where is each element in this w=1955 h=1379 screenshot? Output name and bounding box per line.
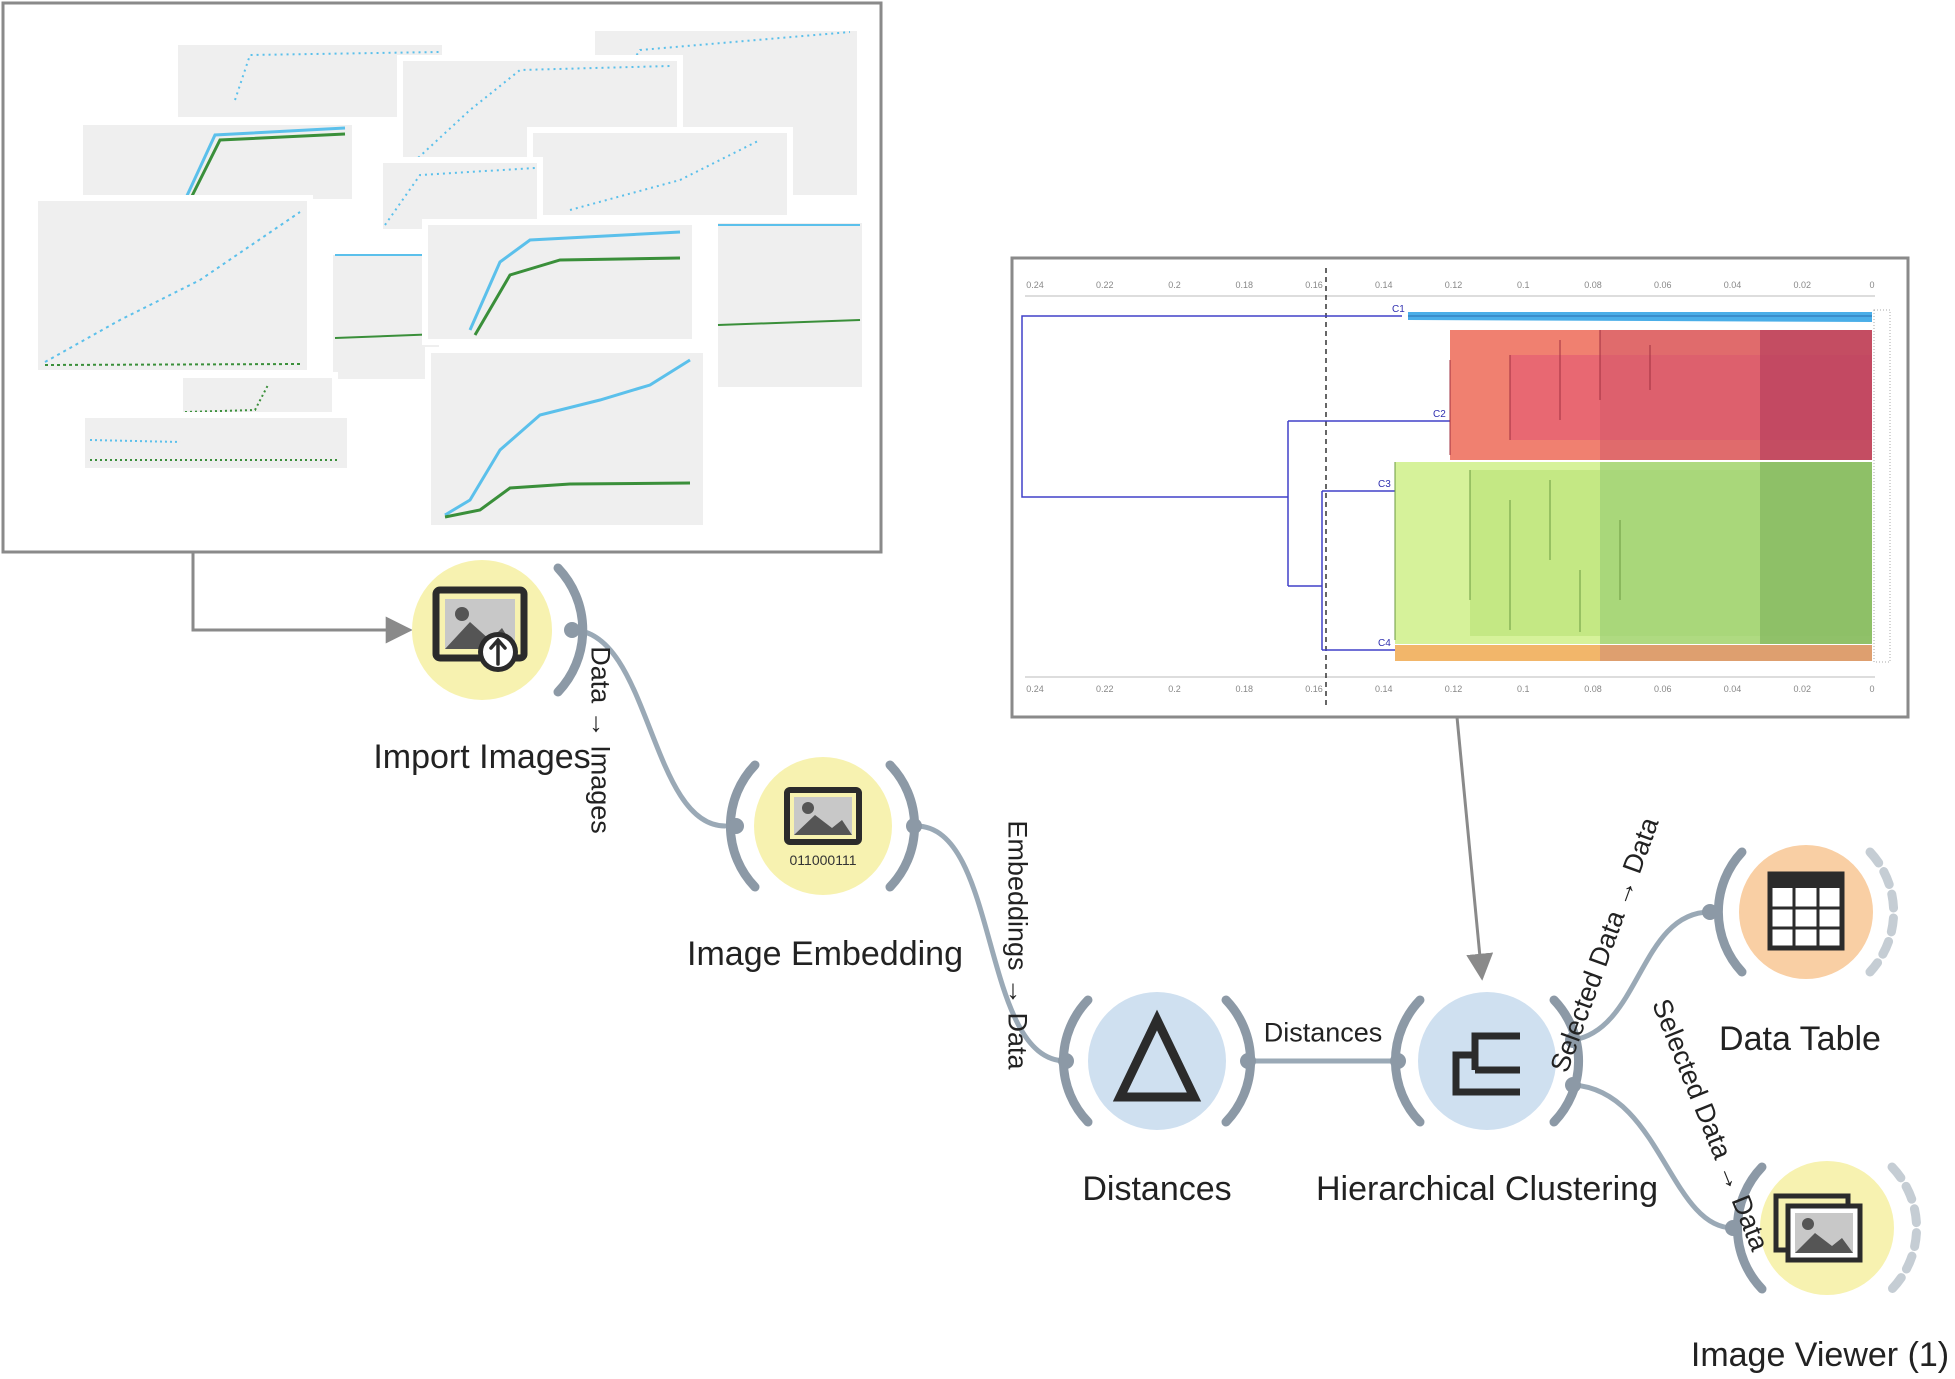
image-collection-preview: [1, 1, 883, 554]
data-table-widget[interactable]: [1702, 845, 1899, 979]
axis-tick-label: 0.04: [1724, 280, 1742, 290]
link-label-distances: Distances: [1263, 1017, 1383, 1048]
axis-tick-label: 0.22: [1096, 684, 1114, 694]
axis-tick-label: 0.12: [1445, 684, 1463, 694]
axis-tick-label: 0.1: [1517, 684, 1530, 694]
dendrogram-preview: 0.24 0.22 0.2 0.18 0.16 0.14 0.12 0.1 0.08 0.06 0.…: [1010, 256, 1910, 719]
axis-tick-label: 0: [1869, 684, 1874, 694]
import-images-widget[interactable]: [412, 560, 588, 700]
plot-thumbnail: [712, 217, 868, 393]
hierarchical-clustering-label: Hierarchical Clustering: [1315, 1170, 1659, 1208]
axis-tick-label: 0.14: [1375, 280, 1393, 290]
plot-thumbnail: [79, 412, 353, 474]
plot-thumbnail: [77, 119, 358, 205]
link-clustering-to-viewer[interactable]: [1570, 1082, 1736, 1231]
axis-tick-label: 0.04: [1724, 684, 1742, 694]
axis-tick-label: 0.08: [1584, 684, 1602, 694]
cluster-tag-c3: C3: [1378, 479, 1391, 490]
axis-tick-label: 0.06: [1654, 280, 1672, 290]
delta-icon: [1112, 1009, 1202, 1102]
axis-tick-label: 0.2: [1168, 280, 1181, 290]
leaf-labels: [1873, 309, 1891, 663]
axis-tick-label: 0.02: [1793, 280, 1811, 290]
image-viewer-widget[interactable]: [1725, 1161, 1922, 1295]
hierarchical-clustering-widget[interactable]: [1390, 992, 1584, 1130]
axis-tick-label: 0.02: [1793, 684, 1811, 694]
bottom-axis-ticks: 0.24 0.22 0.2 0.18 0.16 0.14 0.12 0.1 0.08 0.06 0.…: [1026, 684, 1874, 694]
axis-tick-label: 0.12: [1445, 280, 1463, 290]
image-embedding-label: Image Embedding: [687, 935, 963, 973]
axis-tick-label: 0.24: [1026, 684, 1044, 694]
link-label-embeddings-data: Embeddings → Data: [1002, 820, 1033, 1070]
cluster-c2: [1449, 330, 1872, 460]
axis-tick-label: 0: [1869, 280, 1874, 290]
axis-tick-label: 0.2: [1168, 684, 1181, 694]
cluster-tag-c1: C1: [1392, 304, 1405, 315]
link-embedding-to-distances[interactable]: [913, 823, 1069, 1064]
top-axis-ticks: 0.24 0.22 0.2 0.18 0.16 0.14 0.12 0.1 0.08 0.06 0.…: [1026, 280, 1874, 290]
cluster-tag-c2: C2: [1433, 409, 1446, 420]
plot-thumbnail: [32, 195, 313, 376]
cluster-c1: [1408, 312, 1872, 322]
data-table-label: Data Table: [1719, 1020, 1881, 1058]
preview-to-clustering-arrow: [1455, 716, 1494, 981]
axis-tick-label: 0.18: [1235, 684, 1253, 694]
axis-tick-label: 0.16: [1305, 684, 1323, 694]
axis-tick-label: 0.14: [1375, 684, 1393, 694]
image-embedding-icon: 011000111: [784, 787, 862, 868]
axis-tick-label: 0.22: [1096, 280, 1114, 290]
binary-caption: 011000111: [790, 852, 857, 868]
axis-tick-label: 0.16: [1305, 280, 1323, 290]
axis-tick-label: 0.24: [1026, 280, 1044, 290]
plot-thumbnail: [422, 219, 698, 345]
cluster-c4: [1395, 645, 1872, 661]
axis-tick-label: 0.08: [1584, 280, 1602, 290]
dendrogram-root-branches: [1021, 315, 1450, 651]
axis-tick-label: 0.18: [1235, 280, 1253, 290]
cluster-c3: [1394, 462, 1872, 644]
preview-to-import-arrow: [191, 552, 413, 644]
axis-tick-label: 0.1: [1517, 280, 1530, 290]
table-icon: [1767, 871, 1845, 951]
distances-label: Distances: [1082, 1170, 1232, 1208]
import-images-icon: [432, 586, 528, 672]
link-clustering-to-table[interactable]: [1570, 909, 1713, 1043]
dendrogram-icon: [1452, 1032, 1520, 1096]
plot-thumbnail: [425, 347, 709, 531]
image-embedding-widget[interactable]: 011000111: [725, 757, 922, 895]
image-viewer-label: Image Viewer (1): [1690, 1336, 1950, 1374]
link-import-to-embedding[interactable]: [569, 627, 728, 829]
cluster-tag-c4: C4: [1378, 638, 1391, 649]
image-gallery-icon: [1773, 1193, 1863, 1263]
plot-thumbnail: [527, 127, 793, 221]
import-images-label: Import Images: [373, 738, 591, 776]
axis-tick-label: 0.06: [1654, 684, 1672, 694]
distances-widget[interactable]: [1058, 992, 1256, 1130]
